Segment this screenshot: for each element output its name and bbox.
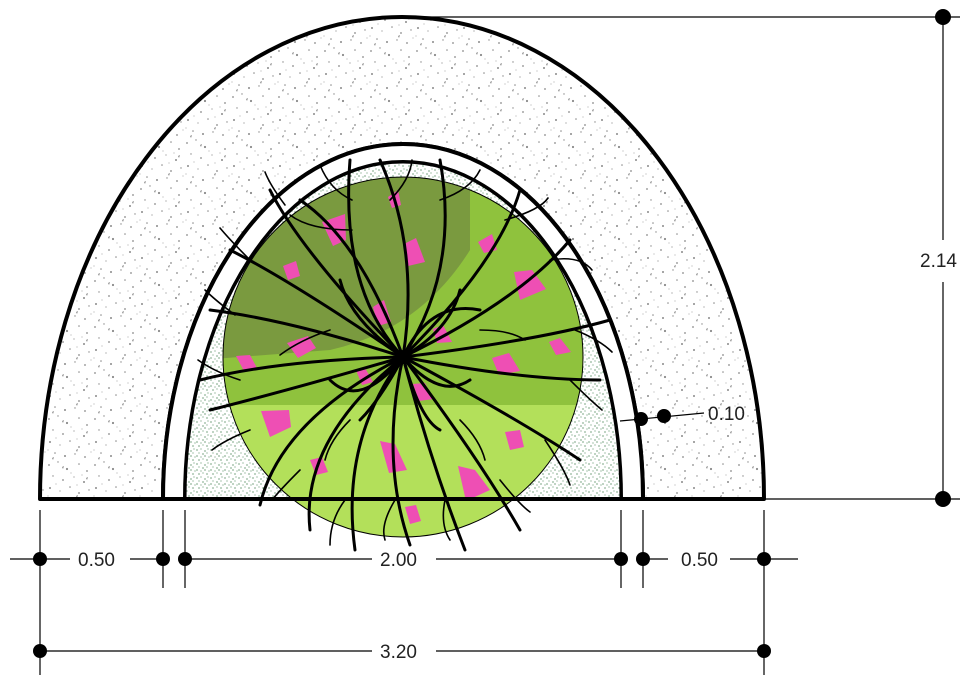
extension-lines [39, 510, 765, 675]
height-dimension-label: 2.14 [920, 251, 957, 272]
dimension-point-icon [614, 552, 628, 566]
dimension-point-icon [757, 552, 771, 566]
dimension-point-icon [935, 491, 951, 507]
dimension-point-icon [935, 9, 951, 25]
height-dimension [403, 16, 960, 500]
dimension-point-icon [33, 644, 47, 658]
dimension-point-icon [657, 409, 671, 423]
dimension-point-icon [33, 552, 47, 566]
left-wall-width-label: 0.50 [78, 550, 115, 571]
right-wall-width-label: 0.50 [681, 550, 718, 571]
tree-branches [198, 158, 612, 552]
tree-trunk-center [396, 350, 410, 364]
dimension-point-icon [156, 552, 170, 566]
total-width-label: 3.20 [380, 642, 417, 663]
dimension-point-icon [634, 412, 648, 426]
inner-diameter-label: 2.00 [380, 550, 417, 571]
dimension-point-icon [757, 644, 771, 658]
tree-twigs [197, 159, 613, 546]
dimension-point-icon [636, 552, 650, 566]
gap-dimension-label: 0.10 [708, 404, 745, 425]
dimension-point-icon [178, 552, 192, 566]
